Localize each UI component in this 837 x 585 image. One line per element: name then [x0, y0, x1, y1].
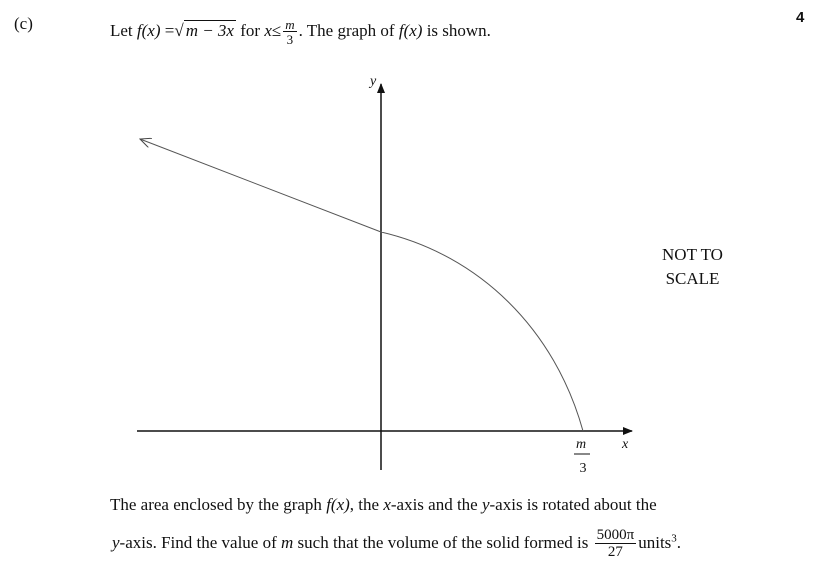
function-name-2: f(x) — [398, 20, 423, 40]
end-period: . — [676, 532, 682, 552]
function-name: f(x) — [136, 20, 161, 40]
text-segment: -axis. Find the value of — [119, 532, 277, 552]
text-segment: , the — [349, 495, 380, 514]
y-variable-2: y — [112, 532, 120, 552]
function-name-3: f(x) — [326, 495, 350, 514]
sqrt-expression: m − 3x — [183, 19, 236, 40]
y-axis-label: y — [368, 74, 377, 89]
volume-denominator: 27 — [607, 544, 623, 560]
fraction-numerator: m — [283, 17, 297, 32]
statement-end: is shown. — [426, 20, 491, 40]
text-segment: The area enclosed by the graph — [110, 495, 322, 514]
x-axis-label: x — [621, 437, 629, 452]
text-segment: -axis is rotated about the — [489, 495, 657, 514]
question-paragraph-line-2: y-axis. Find the value of m such that th… — [112, 528, 681, 568]
volume-numerator: 5000π — [594, 527, 637, 544]
not-to-scale-note: NOT TO SCALE — [662, 245, 723, 288]
page-number: 4 — [796, 9, 805, 26]
x-intercept-numerator: m — [576, 437, 586, 452]
text-segment: such that the volume of the solid formed… — [297, 532, 589, 552]
leq-sign: ≤ — [271, 20, 282, 40]
question-paragraph-line-1: The area enclosed by the graph f(x), the… — [110, 495, 657, 515]
domain-variable: x — [264, 20, 272, 40]
statement-tail: . The graph of — [298, 20, 395, 40]
units-text: units — [638, 532, 672, 552]
let-word: Let — [110, 20, 133, 40]
equals-sign: = — [164, 20, 175, 40]
sqrt-icon: √ — [174, 20, 184, 40]
text-segment: -axis and the — [390, 495, 478, 514]
for-word: for — [240, 20, 261, 40]
fraction-denominator: 3 — [286, 32, 294, 47]
function-curve — [140, 139, 584, 432]
m-variable: m — [281, 532, 294, 552]
x-variable: x — [383, 495, 391, 514]
units-exponent: 3 — [671, 532, 677, 545]
part-label: (c) — [14, 14, 33, 33]
y-variable: y — [481, 495, 490, 514]
x-intercept-denominator: 3 — [580, 461, 587, 476]
